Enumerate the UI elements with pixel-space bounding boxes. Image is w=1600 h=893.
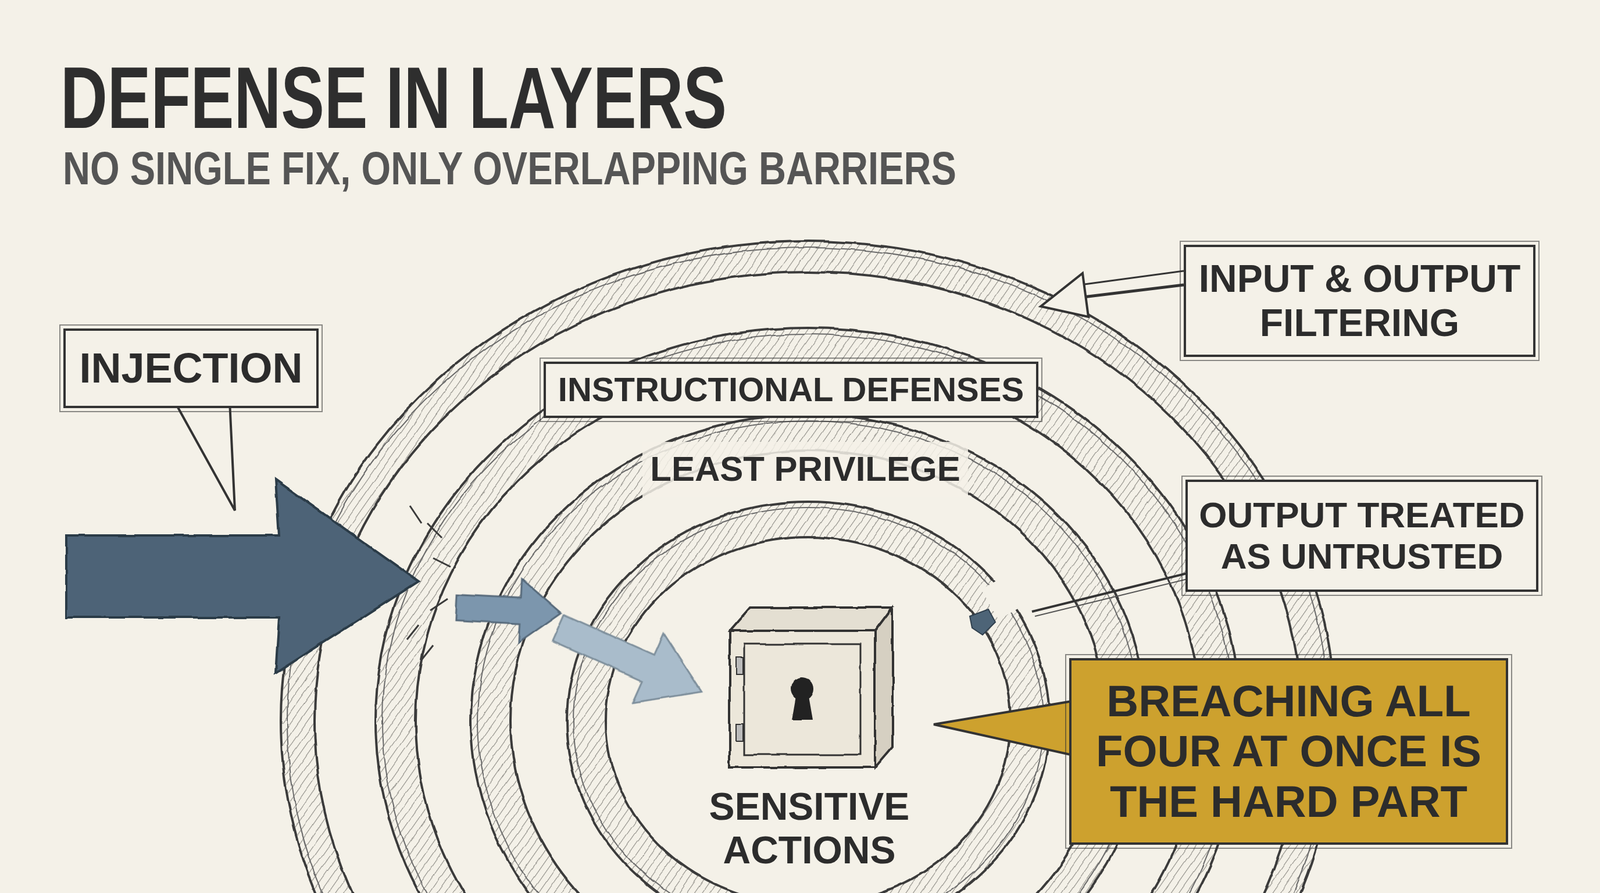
- callout-tail: [933, 700, 1076, 756]
- safe-icon: [729, 607, 893, 768]
- safe-hinge: [736, 656, 744, 675]
- ring-band: [586, 519, 1030, 893]
- node-text: SENSITIVE ACTIONS: [706, 784, 912, 873]
- callout-bubble: INJECTION: [63, 328, 319, 409]
- safe-hinge: [736, 723, 744, 742]
- breach-shard: [969, 609, 996, 635]
- ring-edge: [470, 414, 1146, 893]
- node-text: LEAST PRIVILEGE: [645, 449, 965, 489]
- text-wrap: BREACHING ALL FOUR AT ONCE IS THE HARD P…: [1085, 676, 1492, 828]
- ring-edge: [477, 420, 1139, 893]
- highlight-callout: BREACHING ALL FOUR AT ONCE IS THE HARD P…: [1069, 658, 1509, 845]
- title: DEFENSE IN LAYERS: [60, 47, 954, 149]
- text-wrap: INJECTION: [73, 344, 309, 392]
- title-text: DEFENSE IN LAYERS: [60, 47, 727, 149]
- ring-edge: [510, 450, 1106, 893]
- node-text: BREACHING ALL FOUR AT ONCE IS THE HARD P…: [1085, 676, 1492, 828]
- spark: [409, 505, 422, 524]
- leader-line: [1078, 284, 1184, 298]
- leader-line: [1034, 578, 1190, 617]
- attack-arrows: [66, 479, 717, 727]
- leader-arrowhead: [1040, 273, 1089, 317]
- caption-text: NO SINGLE FIX, ONLY OVERLAPPING BARRIERS: [62, 141, 957, 196]
- safe-front: [729, 630, 875, 768]
- leader-line: [1031, 572, 1190, 612]
- injection-arrow: [454, 575, 563, 645]
- text-wrap: INSTRUCTIONAL DEFENSES: [551, 370, 1031, 409]
- injection-arrow: [543, 593, 718, 727]
- leader-line: [1080, 270, 1184, 285]
- ring-edge: [605, 537, 1011, 893]
- leaders: [174, 270, 1190, 756]
- node-text: OUTPUT TREATED AS UNTRUSTED: [1197, 494, 1527, 577]
- node-text: INJECTION: [73, 344, 309, 392]
- spark: [406, 625, 419, 640]
- text-wrap: LEAST PRIVILEGE: [645, 449, 965, 489]
- callout-box: INPUT & OUTPUT FILTERING: [1183, 244, 1536, 357]
- node-text: INSTRUCTIONAL DEFENSES: [551, 370, 1031, 409]
- node-text: INPUT & OUTPUT FILTERING: [1195, 256, 1524, 345]
- text-wrap: SENSITIVE ACTIONS: [706, 784, 912, 873]
- callout-box: OUTPUT TREATED AS UNTRUSTED: [1185, 479, 1539, 592]
- spark: [430, 598, 448, 611]
- impact-sparks: [406, 505, 451, 660]
- spark: [433, 558, 451, 567]
- text-wrap: INPUT & OUTPUT FILTERING: [1195, 256, 1524, 345]
- caption: NO SINGLE FIX, ONLY OVERLAPPING BARRIERS: [62, 141, 1162, 196]
- ring-band: [490, 432, 1126, 893]
- safe-label: SENSITIVE ACTIONS: [704, 781, 914, 875]
- spark: [427, 523, 442, 538]
- safe-door: [744, 644, 861, 755]
- keyhole: [791, 693, 813, 720]
- spark: [421, 645, 434, 660]
- injection-arrow: [66, 479, 419, 674]
- text-wrap: OUTPUT TREATED AS UNTRUSTED: [1197, 494, 1527, 577]
- safe-side: [875, 607, 893, 768]
- callout-tail: [174, 401, 235, 511]
- safe-top: [729, 607, 893, 631]
- ring-label: INSTRUCTIONAL DEFENSES: [543, 361, 1039, 419]
- ring-label: LEAST PRIVILEGE: [642, 441, 969, 498]
